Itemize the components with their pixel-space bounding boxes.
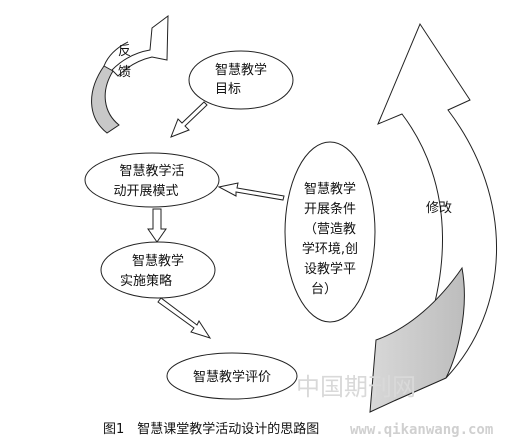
watermark-cn: 中国期刊网	[296, 373, 416, 401]
node-conditions-line-5: 设教学平	[304, 261, 356, 277]
node-goal-line-1: 智慧教学	[215, 62, 267, 78]
revise-arrow	[369, 22, 497, 413]
node-strategy-line-2: 实施策略	[120, 273, 172, 289]
feedback-label-line-1: 反	[118, 44, 131, 59]
node-conditions-line-1: 智慧教学	[304, 181, 356, 197]
arrow-goal-to-mode	[170, 101, 208, 138]
node-conditions-line-3: （营造教	[304, 221, 356, 237]
feedback-arrow-shaded-band	[91, 65, 120, 134]
node-conditions-line-4: 学环境,创	[302, 241, 358, 257]
arrow-mode-to-strategy	[147, 208, 167, 243]
node-goal-line-2: 目标	[215, 82, 241, 97]
feedback-arrow	[91, 14, 169, 134]
node-conditions-line-6: 台）	[311, 282, 337, 297]
revise-label: 修改	[426, 201, 452, 216]
arrow-conditions-to-mode	[217, 182, 285, 201]
node-mode-line-1: 智慧教学活	[119, 163, 184, 179]
node-mode-line-2: 动开展模式	[113, 184, 178, 199]
feedback-arrow-outline-tail	[103, 41, 129, 67]
figure-caption: 图1 智慧课堂教学活动设计的思路图	[103, 421, 319, 437]
arrow-strategy-to-evaluation	[157, 297, 212, 339]
node-goal-shape	[188, 50, 294, 110]
revise-arrow-shaded-base	[369, 266, 465, 413]
node-mode-shape	[84, 152, 220, 208]
revise-arrow-body	[377, 22, 497, 402]
watermark-url: www.qikanwang.com	[350, 422, 493, 438]
feedback-arrow-body	[111, 14, 169, 77]
node-evaluation-line-1: 智慧教学评价	[193, 369, 271, 385]
node-strategy-shape	[100, 241, 216, 299]
feedback-label-line-2: 馈	[118, 65, 131, 80]
node-evaluation-shape	[166, 352, 298, 400]
node-strategy-line-1: 智慧教学	[132, 253, 184, 269]
node-conditions-line-2: 开展条件	[304, 201, 356, 217]
node-conditions-shape	[284, 141, 376, 323]
